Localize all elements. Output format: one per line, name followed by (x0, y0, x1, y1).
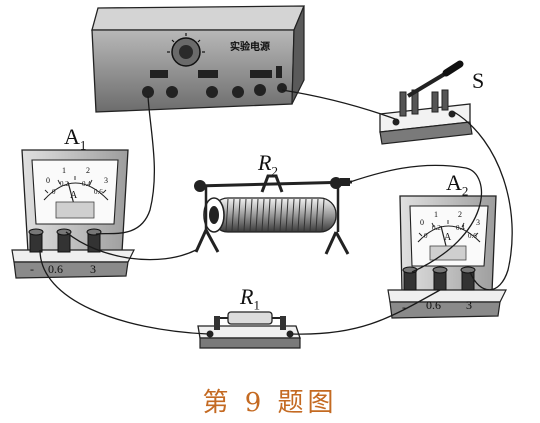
a2-scale-top-1: 1 (434, 210, 438, 219)
figure-caption: 第 9 题图 (202, 388, 338, 418)
rheostat-r2 (194, 174, 353, 255)
ammeter-a1 (11, 149, 135, 279)
coil-windings (225, 198, 325, 232)
a1-terminal-minus: - (30, 262, 34, 276)
a2-terminals (402, 266, 476, 291)
a2-scale-bottom-1: 0.2 (432, 224, 441, 232)
a1-scale-top-2: 2 (86, 166, 90, 175)
a2-scale-bottom-0: 0 (424, 232, 428, 240)
wires (39, 89, 513, 335)
a1-terminal-06: 0.6 (48, 262, 63, 276)
power-supply (91, 5, 305, 113)
a2-scale-top-2: 2 (458, 210, 462, 219)
ammeter-a2 (387, 195, 507, 319)
a2-scale-bottom-3: 0.6 (468, 232, 477, 240)
resistor-r1 (197, 311, 301, 349)
a2-terminal-3: 3 (466, 298, 472, 312)
a1-scale-bottom-0: 0 (52, 188, 56, 196)
a2-scale-top-3: 3 (476, 218, 480, 227)
supply-label: 实验电源 (230, 42, 270, 53)
a2-dial-letter: A (444, 232, 452, 243)
a2-terminal-minus: - (402, 300, 406, 314)
a1-terminal-3: 3 (90, 262, 96, 276)
a1-dial-letter: A (70, 190, 78, 201)
a2-scale-top-0: 0 (420, 218, 424, 227)
a1-scale-bottom-1: 0.2 (60, 180, 69, 188)
knife-switch (379, 60, 473, 145)
a1-scale-top-1: 1 (62, 166, 66, 175)
a1-terminals (28, 228, 102, 253)
a1-scale-bottom-3: 0.6 (94, 188, 103, 196)
switch-label: S (472, 68, 485, 93)
a2-scale-bottom-2: 0.4 (456, 224, 465, 232)
r2-label: R2 (258, 150, 278, 179)
voltage-knob (167, 33, 205, 67)
a1-scale-top-3: 3 (104, 176, 108, 185)
a2-terminal-06: 0.6 (426, 298, 441, 312)
a1-label: A1 (64, 124, 87, 153)
a1-scale-bottom-2: 0.4 (82, 180, 91, 188)
a2-label: A2 (446, 170, 469, 199)
r1-label: R1 (240, 284, 260, 313)
a1-scale-top-0: 0 (46, 176, 50, 185)
